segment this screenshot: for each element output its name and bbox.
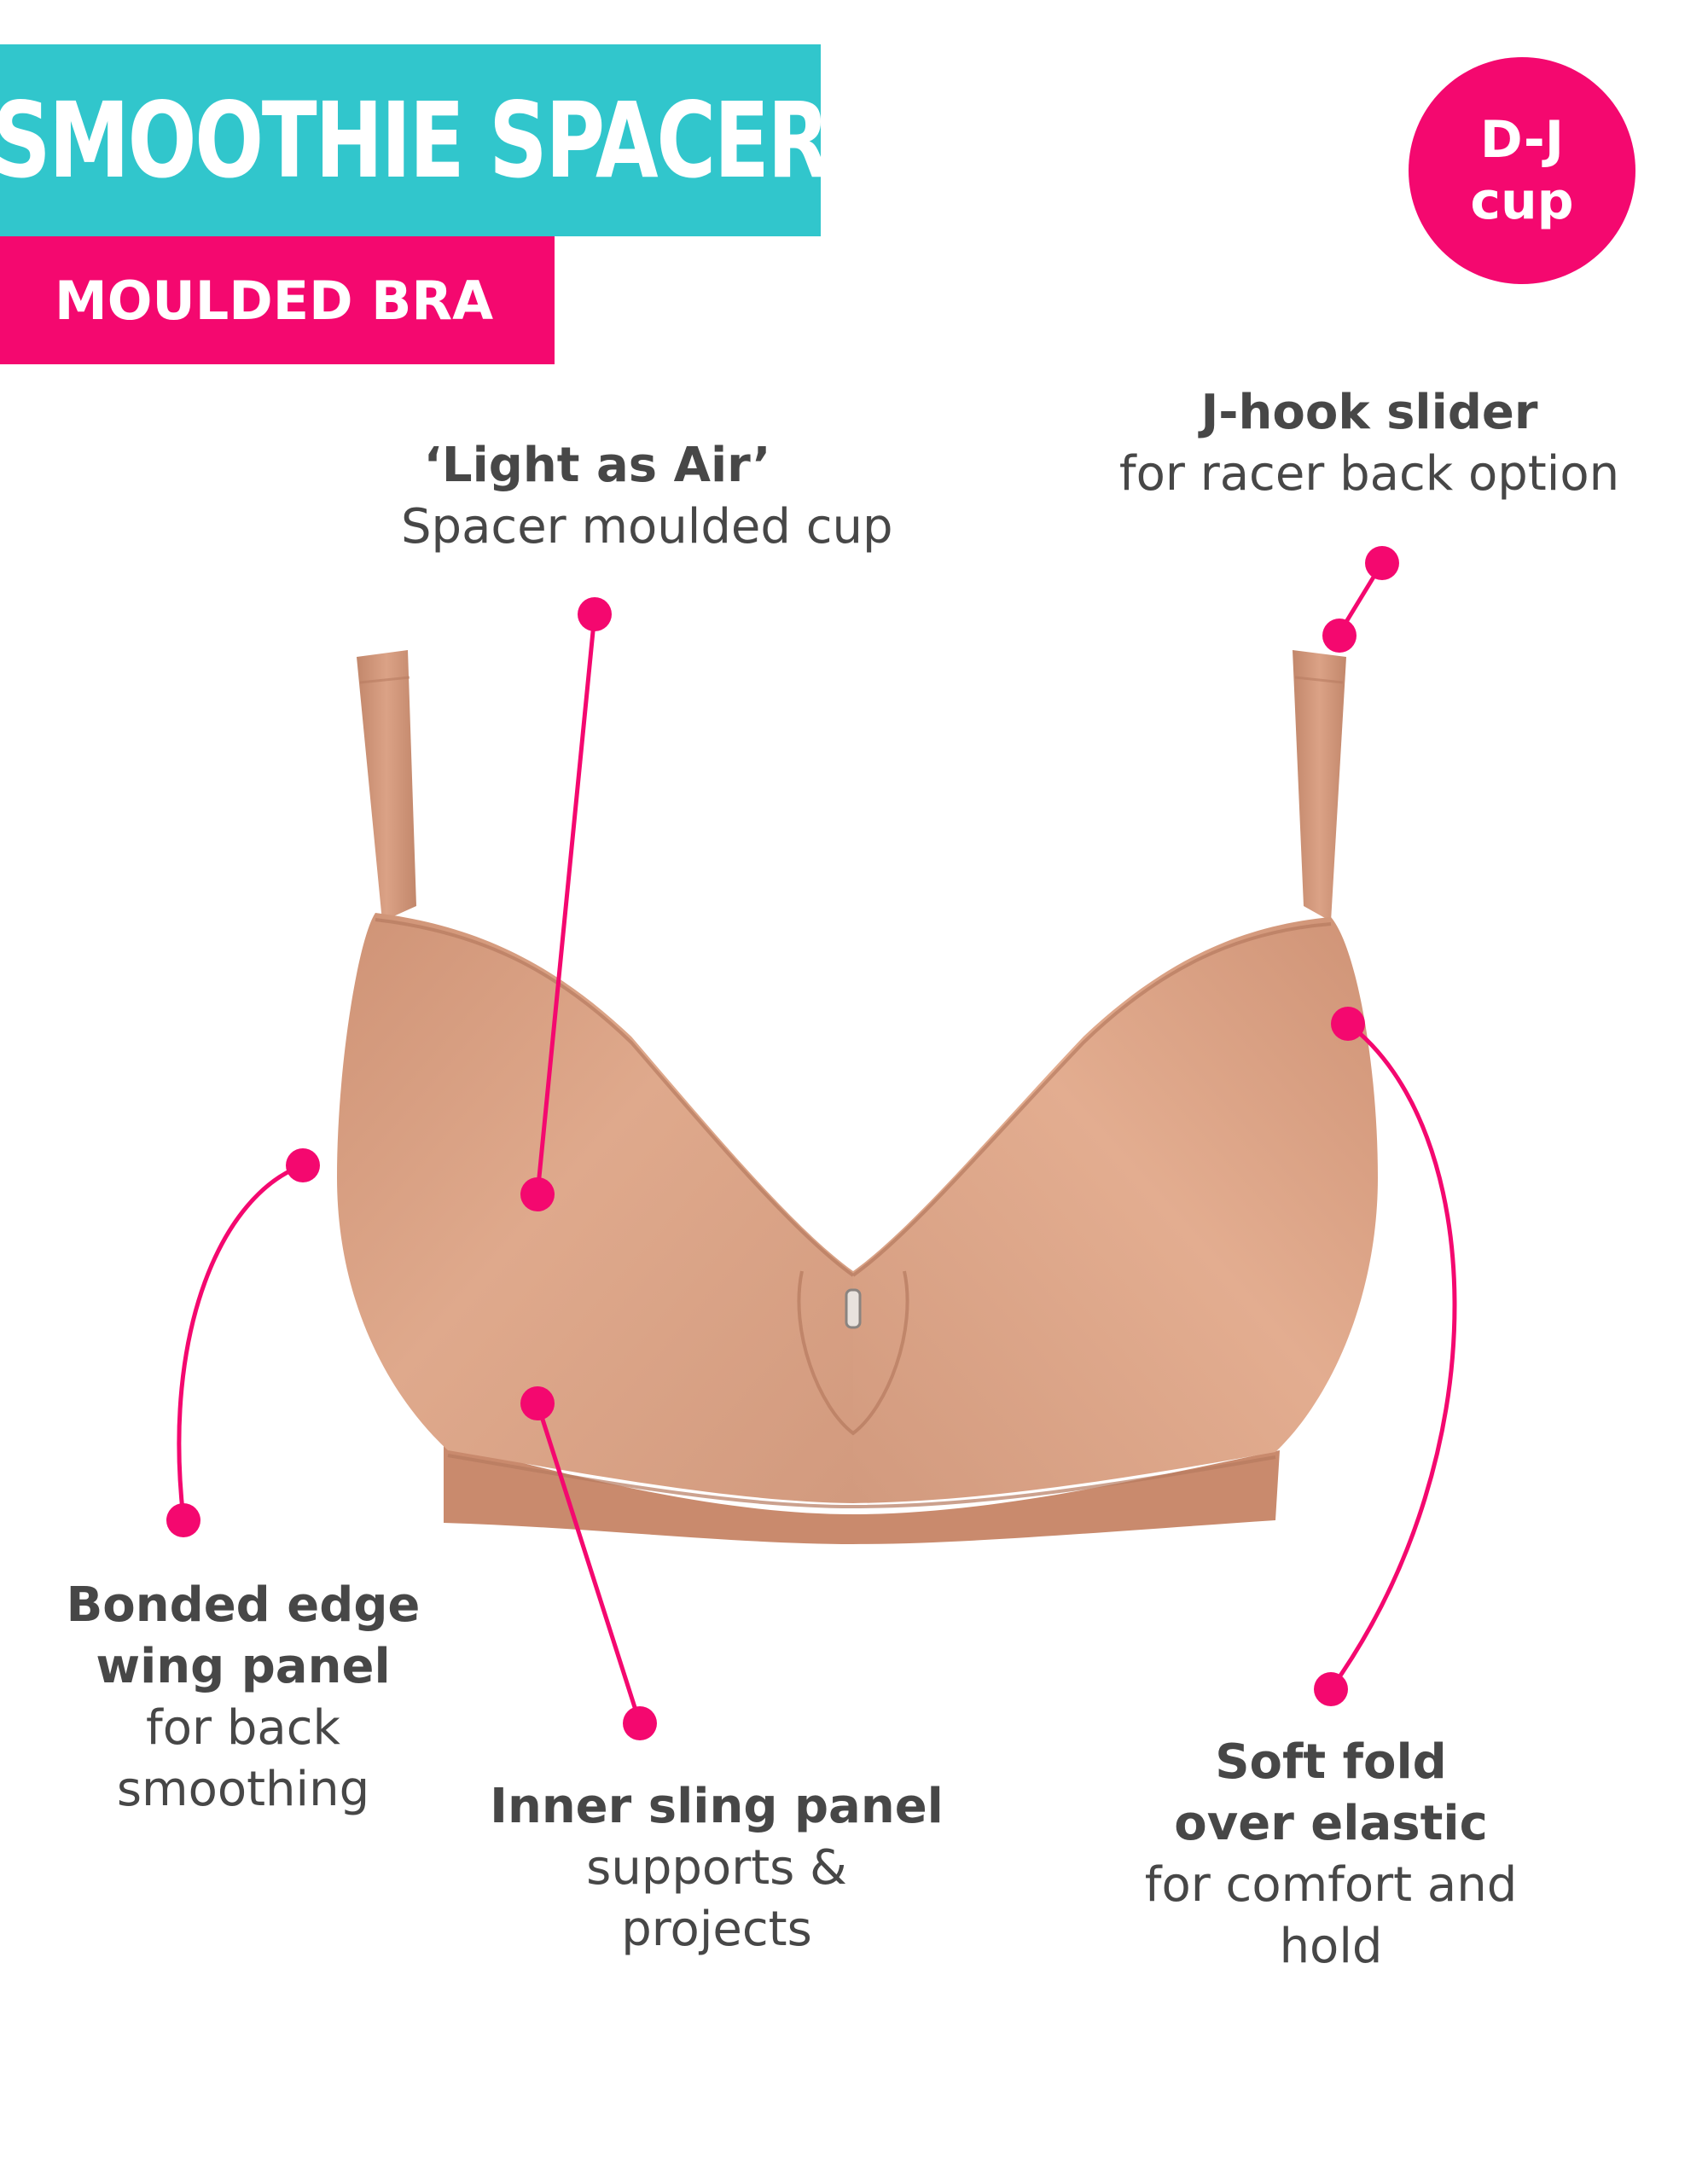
callout-sling-heading: Inner sling panel <box>490 1779 944 1834</box>
callout-soft-fold: Soft fold over elastic for comfort and h… <box>1109 1732 1553 1978</box>
callout-bonded-edge: Bonded edge wing panel for back smoothin… <box>47 1575 439 1821</box>
under-band <box>444 1442 1280 1544</box>
product-subtitle: MOULDED BRA <box>55 269 494 332</box>
right-cup <box>853 917 1378 1503</box>
title-banner: SMOOTHIE SPACER <box>0 44 830 236</box>
callout-light-as-air: ‘Light as Air’ Spacer moulded cup <box>401 435 893 558</box>
cup-size-badge: D-J cup <box>1409 57 1635 284</box>
callout-j-hook-slider: J-hook slider for racer back option <box>1101 382 1638 505</box>
callout-inner-sling: Inner sling panel supports & projects <box>478 1776 956 1960</box>
callout-slider-heading: J-hook slider <box>1200 385 1538 440</box>
callout-cup-heading: ‘Light as Air’ <box>423 438 771 493</box>
product-title: SMOOTHIE SPACER <box>0 79 830 201</box>
subtitle-banner: MOULDED BRA <box>0 236 555 364</box>
callout-sling-text-2: projects <box>621 1902 812 1957</box>
callout-sling-text-1: supports & <box>586 1840 847 1896</box>
callout-elastic-heading-2: over elastic <box>1174 1796 1488 1851</box>
left-strap <box>357 650 416 921</box>
cup-size-label: cup <box>1470 171 1574 231</box>
callout-elastic-heading-1: Soft fold <box>1215 1734 1447 1790</box>
right-strap <box>1293 650 1346 921</box>
cup-trim <box>375 918 1332 1509</box>
cup-size-range: D-J <box>1479 110 1565 170</box>
callout-wing-heading-1: Bonded edge <box>66 1577 421 1633</box>
callout-slider-text: for racer back option <box>1118 446 1620 502</box>
callout-elastic-text-1: for comfort and <box>1144 1857 1518 1913</box>
callout-connectors <box>177 561 1457 1724</box>
callout-dots <box>166 546 1399 1740</box>
callout-cup-text: Spacer moulded cup <box>401 499 893 555</box>
strap-detail <box>359 676 1344 684</box>
callout-elastic-text-2: hold <box>1279 1919 1383 1974</box>
callout-wing-text-2: smoothing <box>116 1762 370 1817</box>
callout-wing-text-1: for back <box>146 1700 340 1756</box>
left-cup <box>337 913 853 1503</box>
callout-wing-heading-2: wing panel <box>96 1639 391 1694</box>
centre-charm-icon <box>845 1288 862 1329</box>
